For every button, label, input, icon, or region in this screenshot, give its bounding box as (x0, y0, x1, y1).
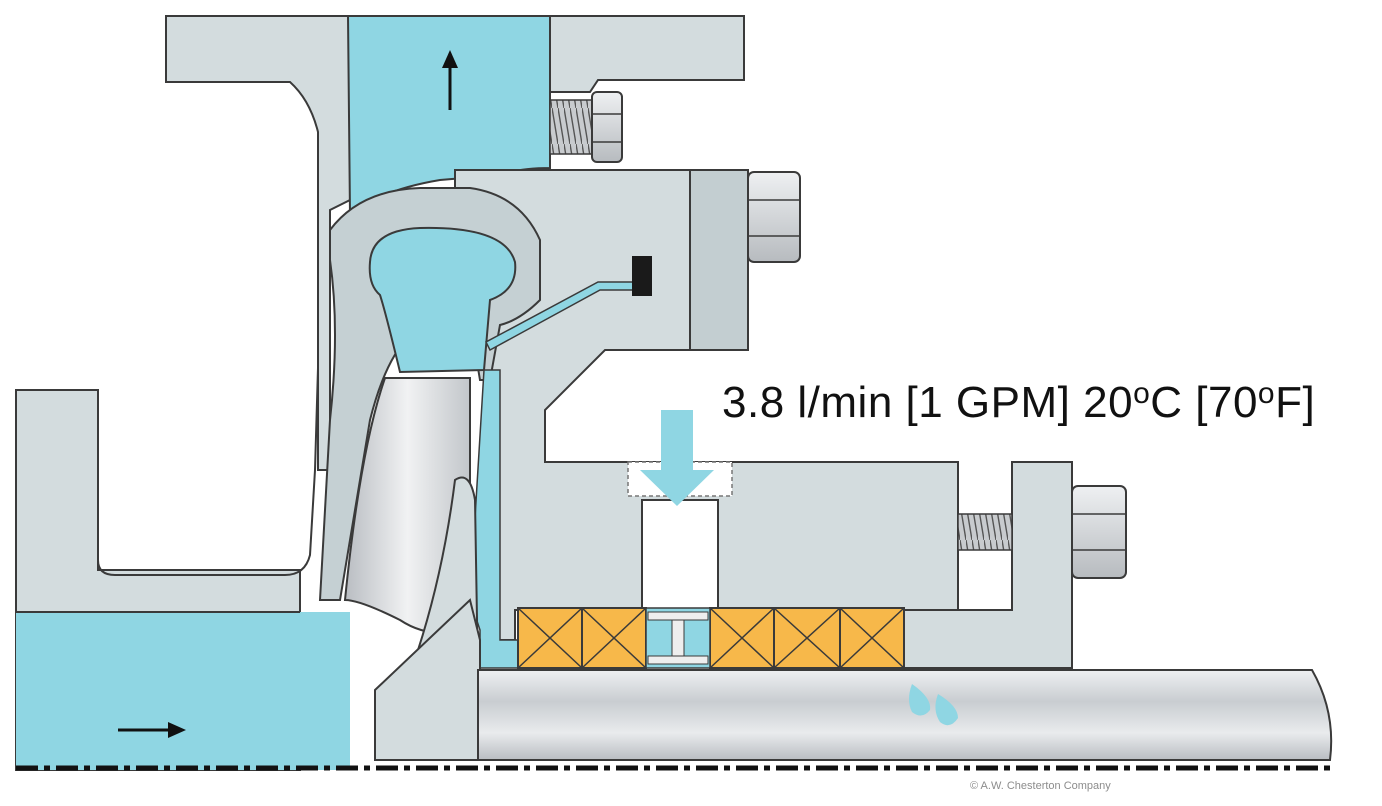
shaft (477, 669, 1333, 761)
gland-bolt-bottom (957, 485, 1127, 579)
flow-label-part3: F] (1275, 378, 1316, 427)
copyright-text: © A.W. Chesterton Company (970, 780, 1111, 792)
packing-rings (517, 607, 905, 669)
flow-rate-label: 3.8 l/min [1 GPM] 20oC [70oF] (722, 377, 1316, 428)
gland-follower-bottom (903, 461, 1073, 669)
suction-fluid (16, 612, 350, 770)
eye-fluid (368, 226, 517, 374)
degree-symbol-c: o (1133, 377, 1151, 410)
flow-arrow-up-icon (442, 50, 458, 110)
injection-arrow-icon (640, 410, 714, 506)
degree-symbol-f: o (1257, 377, 1276, 410)
gland-follower (689, 169, 749, 351)
flow-label-part1: 3.8 l/min [1 GPM] 20 (722, 378, 1134, 427)
gasket (632, 256, 652, 296)
flow-label-part2: C [70 (1150, 378, 1258, 427)
gland-bolt-nut-top (747, 171, 801, 263)
flush-port (641, 499, 719, 611)
flange-bolt-top (549, 91, 623, 163)
leak-drop-icon (909, 684, 958, 726)
volute-wall (97, 299, 321, 576)
lantern-ring (645, 607, 711, 669)
flow-arrow-right-icon (118, 722, 186, 738)
